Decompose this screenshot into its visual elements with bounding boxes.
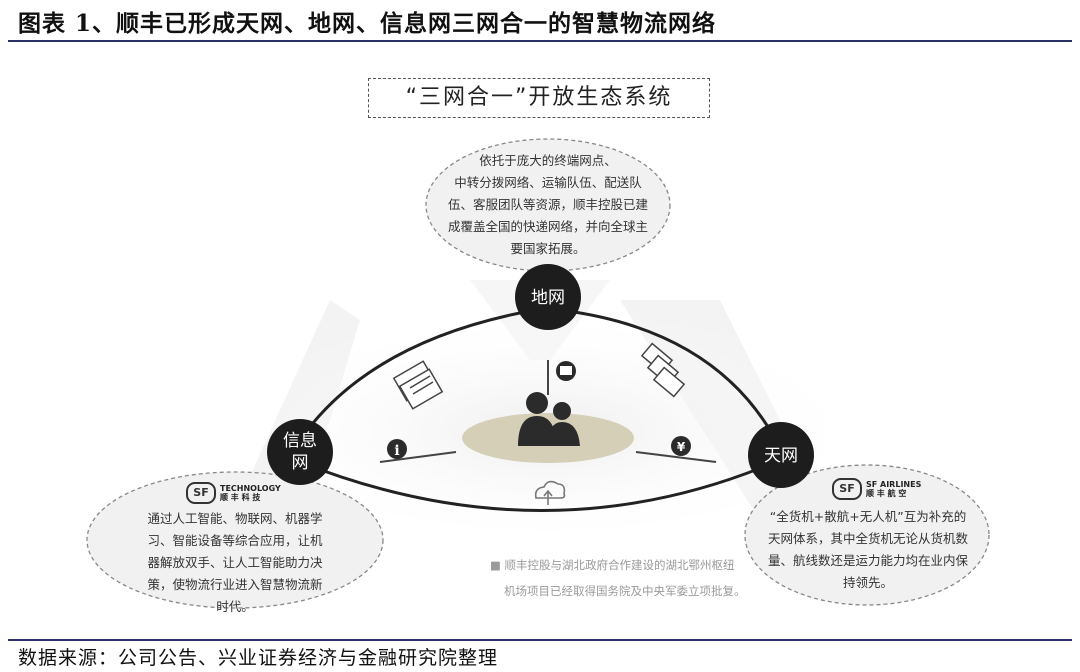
svg-text:i: i <box>394 443 399 459</box>
ground-line-3: 伍、客服团队等资源，顺丰控股已建 <box>440 194 656 216</box>
ground-line-4: 成覆盖全国的快递网络，并向全球主 <box>440 216 656 238</box>
parcel-icon <box>556 361 576 381</box>
ground-line-5: 要国家拓展。 <box>440 238 656 260</box>
sf-technology-en: TECHNOLOGY <box>220 484 281 493</box>
sky-line-4: 持领先。 <box>757 572 979 594</box>
info-line-1: 通过人工智能、物联网、机器学 <box>125 508 345 530</box>
svg-text:¥: ¥ <box>677 440 686 454</box>
sky-network-label: 天网 <box>764 446 798 466</box>
sf-airlines-logo: SF SF AIRLINES 顺 丰 航 空 <box>832 478 921 500</box>
sf-airlines-en: SF AIRLINES <box>866 480 921 489</box>
ground-network-node: 地网 <box>515 264 581 330</box>
sf-technology-cn: 顺 丰 科 技 <box>220 493 281 502</box>
figure-source: 数据来源：公司公告、兴业证券经济与金融研究院整理 <box>18 643 498 670</box>
info-network-node: 信息 网 <box>267 419 333 485</box>
airport-note-line-2: 机场项目已经取得国务院及中央军委立项批复。 <box>490 578 762 604</box>
ground-bubble-text: 依托于庞大的终端网点、 中转分拨网络、运输队伍、配送队 伍、客服团队等资源，顺丰… <box>440 150 656 260</box>
yen-icon: ¥ <box>671 436 691 456</box>
sf-airlines-mark: SF <box>832 478 862 500</box>
ecosystem-heading: “三网合一”开放生态系统 <box>368 78 710 118</box>
sf-technology-logo: SF TECHNOLOGY 顺 丰 科 技 <box>186 482 281 504</box>
sky-line-1: “全货机+散航+无人机”互为补充的 <box>757 506 979 528</box>
info-line-5: 时代。 <box>125 596 345 618</box>
ground-line-1: 依托于庞大的终端网点、 <box>440 150 656 172</box>
sky-line-2: 天网体系，其中全货机无论从货机数 <box>757 528 979 550</box>
ground-network-label: 地网 <box>531 288 565 308</box>
info-line-4: 策，使物流行业进入智慧物流新 <box>125 574 345 596</box>
info-line-3: 器解放双手、让人工智能助力决 <box>125 552 345 574</box>
sf-technology-mark: SF <box>186 482 216 504</box>
airport-note-line-1: ■ 顺丰控股与湖北政府合作建设的湖北鄂州枢纽 <box>490 552 762 578</box>
sky-line-3: 量、航线数还是运力能力均在业内保 <box>757 550 979 572</box>
airport-note: ■ 顺丰控股与湖北政府合作建设的湖北鄂州枢纽 机场项目已经取得国务院及中央军委立… <box>490 552 762 604</box>
info-icon: i <box>387 439 407 459</box>
sf-airlines-cn: 顺 丰 航 空 <box>866 489 921 498</box>
info-bubble-text: 通过人工智能、物联网、机器学 习、智能设备等综合应用，让机 器解放双手、让人工智… <box>125 508 345 618</box>
source-rule <box>8 639 1072 641</box>
sky-network-node: 天网 <box>748 422 814 488</box>
sky-bubble-text: “全货机+散航+无人机”互为补充的 天网体系，其中全货机无论从货机数 量、航线数… <box>757 506 979 594</box>
info-line-2: 习、智能设备等综合应用，让机 <box>125 530 345 552</box>
info-network-label-1: 信息 <box>283 431 317 451</box>
ground-line-2: 中转分拨网络、运输队伍、配送队 <box>440 172 656 194</box>
info-network-label-2: 网 <box>292 453 309 473</box>
